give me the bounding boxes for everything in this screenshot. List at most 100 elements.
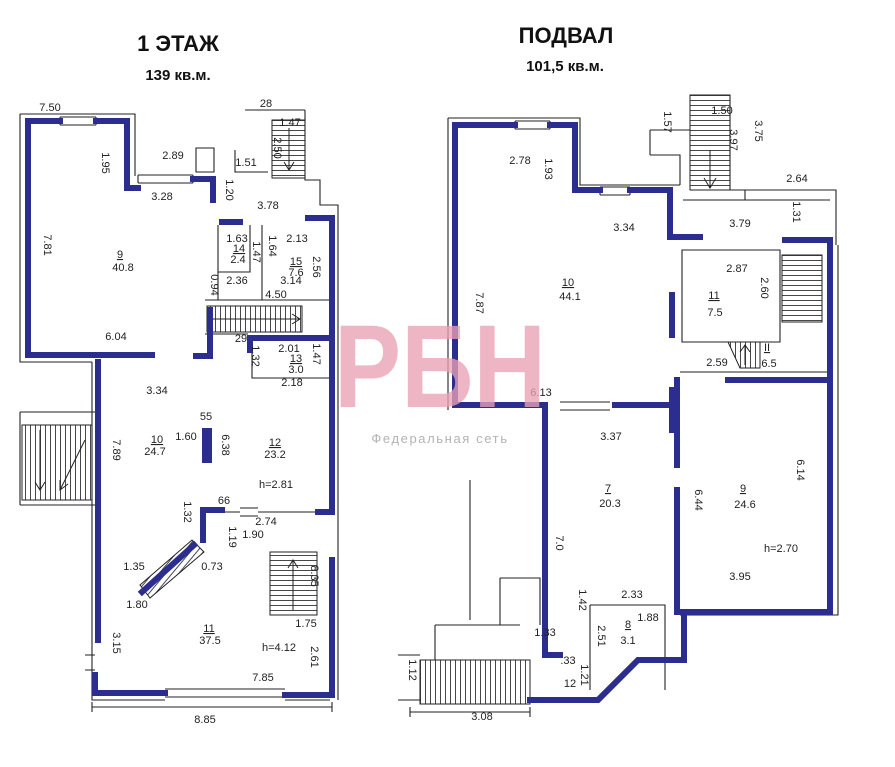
room-number: 10: [151, 434, 163, 446]
watermark: РБН Федеральная сеть: [334, 301, 546, 446]
dimension-label: 8.35: [308, 565, 320, 586]
basement-walls: [398, 95, 839, 717]
dimension-label: 3.14: [280, 275, 301, 287]
floor1-rooms: 9 40.8 14 2.4 15 7.6 13 3.0 10 24.7 12 2…: [112, 243, 303, 647]
watermark-logo: РБН: [334, 301, 546, 433]
wall: [681, 249, 781, 343]
dimension-label: 2.60: [758, 277, 770, 298]
door: [222, 507, 318, 517]
dimension-label: 1.42: [576, 589, 588, 610]
dimension-label: 2.50: [271, 137, 283, 158]
floor1-dimensions: 7.50 28 1.47 2.50 1.95 2.89 1.51 1.20 3.…: [39, 98, 322, 726]
arrow-down-icon: [283, 128, 295, 171]
dimension-label: 3.97: [727, 129, 739, 150]
arrow-down-icon: [703, 150, 717, 189]
room-number: 11: [203, 623, 214, 635]
wall: [234, 109, 305, 173]
dimension-label: 2.74: [255, 516, 276, 528]
wall-highlight: [93, 118, 141, 191]
wall-highlight: [190, 176, 216, 203]
dimension-label: 0.94: [208, 274, 220, 295]
dimension-label: 1.31: [790, 201, 802, 222]
wall: [448, 117, 680, 186]
dimension-label: 2.36: [226, 275, 247, 287]
wall: [649, 129, 690, 185]
wall-highlight: [452, 122, 563, 658]
room-area: 3.0: [288, 364, 303, 376]
wall-highlight: [200, 507, 225, 543]
wall: [19, 114, 92, 363]
dimension-label: 3.37: [600, 431, 621, 443]
dimension-label: 6.38: [219, 434, 231, 455]
dimension-label: 7.0: [553, 535, 565, 550]
dimension-label: 6.13: [530, 387, 551, 399]
room-area: 23.2: [264, 449, 285, 461]
dimension-label: 7.85: [252, 672, 273, 684]
room-area: 7.5: [707, 307, 722, 319]
arrow-up-icon: [287, 559, 299, 610]
dimension-label: 7.87: [473, 292, 485, 313]
dimension-label: 1.20: [223, 179, 235, 200]
wall-highlight: [137, 540, 199, 597]
window: [137, 174, 194, 184]
floor1-walls: [19, 109, 339, 712]
window: [165, 688, 285, 698]
dimension-label: 66: [218, 495, 230, 507]
dimension-label: 2.61: [308, 646, 320, 667]
dimension-label: 1.57: [661, 111, 673, 132]
room-area: 2.4: [230, 254, 245, 266]
room-number: II: [764, 342, 770, 354]
stair: [419, 659, 531, 705]
dimension-label: 29: [235, 333, 247, 345]
basement-area: 101,5 кв.м.: [526, 58, 604, 75]
room-number: 13: [290, 353, 302, 365]
dimension-label: 1.47: [250, 241, 262, 262]
dimension-label: 1.80: [126, 599, 147, 611]
floor1-area: 139 кв.м.: [145, 67, 210, 84]
dimension-label: 2.56: [310, 256, 322, 277]
room-number: 11: [708, 290, 719, 302]
dimension-line: [91, 702, 333, 712]
basement-highlighted-walls: [452, 122, 833, 703]
room-number: 9: [117, 249, 123, 261]
dimension-label: 1.32: [181, 501, 193, 522]
dimension-label: 1.64: [266, 235, 278, 256]
wall-highlight: [92, 672, 168, 696]
dimension-label: 2.87: [726, 263, 747, 275]
wall-highlight: [315, 335, 335, 515]
stair: [21, 424, 93, 501]
stair: [727, 341, 761, 369]
dimension-label: 1.60: [175, 431, 196, 443]
wall-highlight: [193, 307, 213, 359]
dimension-label: .33: [560, 655, 575, 667]
room-number: 10: [562, 277, 574, 289]
dimension-label: 1.12: [406, 659, 418, 680]
dimension-label: 4.50: [265, 289, 286, 301]
room-area: 24.7: [144, 446, 165, 458]
wall-highlight: [25, 118, 155, 358]
dimension-label: h=2.70: [764, 543, 798, 555]
column: [202, 428, 212, 463]
dimension-label: 0.73: [201, 561, 222, 573]
wall-highlight: [677, 237, 833, 615]
floor1-title: 1 ЭТАЖ: [137, 31, 219, 56]
dimension-label: 2.89: [162, 150, 183, 162]
room-area: 7.6: [288, 267, 303, 279]
dimension-label: 3.75: [752, 120, 764, 141]
dimension-label: 1.51: [235, 157, 256, 169]
dimension-label: 3.28: [151, 191, 172, 203]
dimension-label: 2.59: [706, 357, 727, 369]
dimension-label: 2.13: [286, 233, 307, 245]
dimension-label: h=4.12: [262, 642, 296, 654]
dimension-label: 1.19: [226, 526, 238, 547]
dimension-label: 3.95: [729, 571, 750, 583]
arrow-right-icon: [210, 313, 301, 325]
dimension-label: 2.18: [281, 377, 302, 389]
dimension-line: [409, 707, 531, 717]
dimension-label: 8.85: [194, 714, 215, 726]
room-number: 12: [269, 437, 281, 449]
dimension-label: 3.15: [110, 632, 122, 653]
wall: [434, 480, 541, 660]
wall: [85, 654, 95, 671]
window: [599, 186, 631, 196]
